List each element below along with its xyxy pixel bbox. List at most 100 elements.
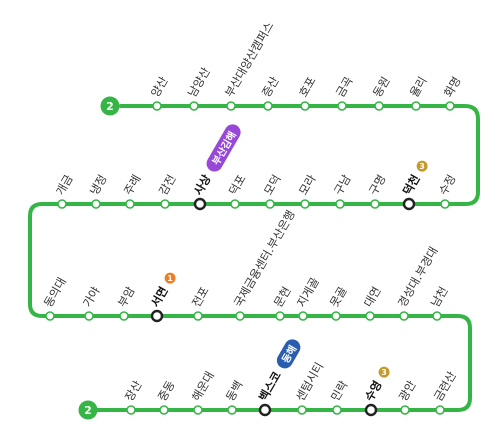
transfer-line-number: 3 bbox=[381, 368, 387, 377]
station-label-group: 광안 bbox=[396, 378, 419, 404]
station-marker[interactable] bbox=[45, 311, 55, 321]
station-marker[interactable] bbox=[265, 199, 275, 209]
transfer-line-pill bbox=[276, 339, 301, 369]
line-number-circle bbox=[100, 96, 120, 116]
station-marker[interactable] bbox=[126, 405, 136, 415]
transfer-line-pill bbox=[206, 124, 241, 172]
line-number-circle bbox=[78, 400, 98, 420]
station-marker[interactable] bbox=[300, 101, 310, 111]
station-label-group: 감전 bbox=[156, 172, 179, 197]
station-marker[interactable] bbox=[119, 311, 129, 321]
station-marker[interactable] bbox=[84, 311, 94, 321]
station-marker[interactable] bbox=[440, 199, 450, 209]
station-label-group: 구명 bbox=[366, 172, 389, 197]
station-label-group: 대연 bbox=[361, 284, 384, 309]
station-label-group: 모덕 bbox=[261, 172, 284, 197]
station-marker[interactable] bbox=[227, 405, 237, 415]
station-32[interactable]: 경성대.부경대 bbox=[395, 244, 441, 321]
transfer-line-badge bbox=[416, 160, 428, 172]
transfer-line-number: 1 bbox=[167, 274, 173, 283]
station-marker[interactable] bbox=[226, 101, 236, 111]
station-marker[interactable] bbox=[435, 405, 445, 415]
transfer-station-marker[interactable] bbox=[258, 403, 272, 417]
station-name: 구남 bbox=[331, 172, 354, 198]
station-marker[interactable] bbox=[331, 311, 341, 321]
station-36[interactable]: 수영3 bbox=[362, 364, 393, 417]
station-name: 호포 bbox=[296, 74, 319, 99]
station-marker[interactable] bbox=[337, 101, 347, 111]
station-41[interactable]: 해운대 bbox=[189, 369, 217, 415]
station-name: 부암 bbox=[115, 284, 138, 310]
station-label-group: 주례 bbox=[121, 172, 144, 197]
station-label-group: 문현 bbox=[271, 284, 294, 309]
transfer-station-marker[interactable] bbox=[193, 197, 207, 211]
station-marker[interactable] bbox=[125, 199, 135, 209]
station-29[interactable]: 지게골 bbox=[294, 275, 322, 321]
station-marker[interactable] bbox=[159, 405, 169, 415]
station-name: 가야 bbox=[80, 284, 103, 310]
station-2[interactable]: 남양산 bbox=[185, 65, 213, 111]
station-label-group: 구남 bbox=[331, 172, 354, 198]
station-34[interactable]: 금련산 bbox=[431, 369, 459, 415]
station-27[interactable]: 국제금융센터.부산은행 bbox=[231, 208, 298, 321]
station-marker[interactable] bbox=[193, 405, 203, 415]
station-marker[interactable] bbox=[297, 405, 307, 415]
station-name: 덕포 bbox=[226, 172, 249, 197]
station-marker[interactable] bbox=[411, 101, 421, 111]
station-marker[interactable] bbox=[445, 101, 455, 111]
station-11[interactable]: 덕천3 bbox=[400, 158, 431, 211]
station-label-group: 남천 bbox=[428, 284, 451, 309]
station-name: 모덕 bbox=[261, 172, 284, 197]
station-name: 전포 bbox=[189, 284, 212, 309]
station-label-group: 장산 bbox=[122, 378, 145, 404]
station-25[interactable]: 서면1 bbox=[148, 270, 179, 323]
station-label-group: 가야 bbox=[80, 284, 103, 310]
line-end-markers: 22 bbox=[78, 96, 120, 420]
station-label-group: 해운대 bbox=[189, 369, 217, 403]
station-marker[interactable] bbox=[263, 101, 273, 111]
station-marker[interactable] bbox=[300, 199, 310, 209]
station-marker[interactable] bbox=[189, 101, 199, 111]
station-marker[interactable] bbox=[193, 311, 203, 321]
station-name: 감전 bbox=[156, 172, 179, 197]
station-label-group: 덕포 bbox=[226, 172, 249, 197]
station-label-group: 동백 bbox=[223, 378, 246, 403]
station-marker[interactable] bbox=[370, 199, 380, 209]
station-22[interactable]: 동의대 bbox=[41, 275, 69, 321]
station-name: 주례 bbox=[121, 172, 144, 197]
station-marker[interactable] bbox=[432, 311, 442, 321]
station-label-group: 민락 bbox=[328, 378, 351, 404]
transfer-station-marker[interactable] bbox=[150, 309, 164, 323]
station-label-group: 개금 bbox=[53, 172, 76, 197]
station-marker[interactable] bbox=[91, 199, 101, 209]
station-name: 율리 bbox=[407, 74, 430, 99]
station-name: 서면 bbox=[148, 284, 171, 309]
station-label-group: 화명 bbox=[441, 74, 464, 99]
transfer-station-marker[interactable] bbox=[364, 403, 378, 417]
station-marker[interactable] bbox=[400, 405, 410, 415]
station-marker[interactable] bbox=[365, 311, 375, 321]
station-name: 못골 bbox=[327, 284, 350, 309]
station-marker[interactable] bbox=[160, 199, 170, 209]
transfer-line-badge bbox=[378, 366, 390, 378]
station-marker[interactable] bbox=[332, 405, 342, 415]
station-marker[interactable] bbox=[374, 101, 384, 111]
station-marker[interactable] bbox=[335, 199, 345, 209]
station-marker[interactable] bbox=[235, 311, 245, 321]
station-marker[interactable] bbox=[230, 199, 240, 209]
station-38[interactable]: 센텀시티 bbox=[293, 360, 326, 415]
station-name: 장산 bbox=[122, 378, 145, 404]
station-name: 동의대 bbox=[41, 275, 69, 309]
transfer-station-marker[interactable] bbox=[402, 197, 416, 211]
line-2-track bbox=[28, 104, 480, 412]
station-marker[interactable] bbox=[275, 311, 285, 321]
station-label-group: 남양산 bbox=[185, 65, 213, 100]
station-marker[interactable] bbox=[152, 101, 162, 111]
station-marker[interactable] bbox=[399, 311, 409, 321]
line-end-badge: 2 bbox=[78, 400, 98, 420]
station-marker[interactable] bbox=[298, 311, 308, 321]
station-label-group: 금련산 bbox=[431, 369, 459, 404]
station-marker[interactable] bbox=[57, 199, 67, 209]
